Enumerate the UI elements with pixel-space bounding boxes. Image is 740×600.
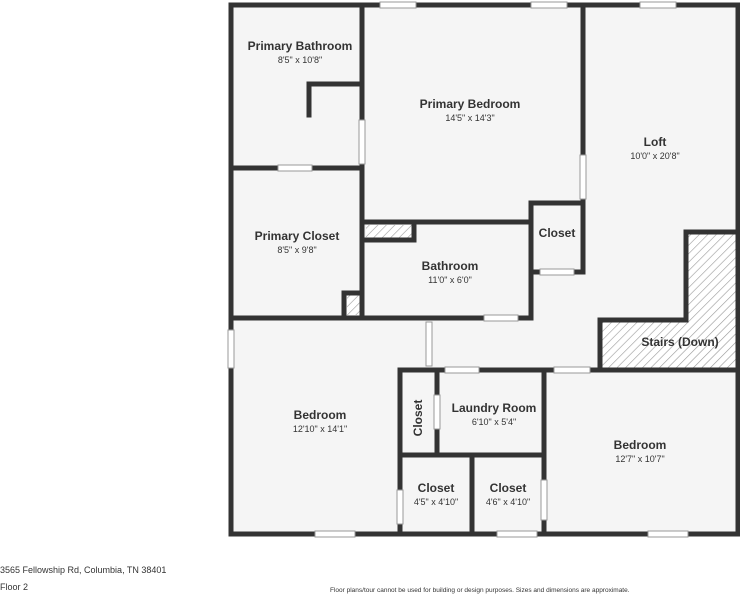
room-dims-laundry-room: 6'10" x 5'4" <box>472 417 516 427</box>
room-name-laundry-room: Laundry Room <box>452 401 537 415</box>
room-dims-loft: 10'0" x 20'8" <box>630 151 679 161</box>
floor-plan: Primary Bathroom 8'5" x 10'8" Primary Be… <box>227 1 740 538</box>
room-dims-bedroom-left: 12'10" x 14'1" <box>293 424 347 434</box>
openings <box>227 1 689 538</box>
room-name-closet-small: Closet <box>539 226 576 240</box>
room-name-bedroom-left: Bedroom <box>294 408 347 422</box>
disclaimer-text: Floor plans/tour cannot be used for buil… <box>330 587 630 594</box>
room-name-closet-1: Closet <box>418 481 455 495</box>
room-dims-primary-closet: 8'5" x 9'8" <box>277 245 316 255</box>
closet-hatch <box>347 295 360 315</box>
room-dims-primary-bathroom: 8'5" x 10'8" <box>278 55 322 65</box>
room-name-closet-vertical: Closet <box>411 400 425 437</box>
room-dims-closet-1: 4'5" x 4'10" <box>414 497 458 507</box>
room-name-loft: Loft <box>644 135 667 149</box>
room-dims-closet-2: 4'6" x 4'10" <box>486 497 530 507</box>
room-name-bathroom: Bathroom <box>422 259 479 273</box>
room-dims-bedroom-right: 12'7" x 10'7" <box>615 454 664 464</box>
room-dims-bathroom: 11'0" x 6'0" <box>428 275 472 285</box>
bathroom-hatch <box>366 225 412 239</box>
room-name-bedroom-right: Bedroom <box>614 438 667 452</box>
stairs-hatch <box>686 232 737 370</box>
room-name-stairs: Stairs (Down) <box>641 335 718 349</box>
room-name-primary-bathroom: Primary Bathroom <box>248 39 353 53</box>
room-name-primary-closet: Primary Closet <box>255 229 340 243</box>
stairs-hatch-lower <box>602 320 686 370</box>
property-address: 3565 Fellowship Rd, Columbia, TN 38401 <box>0 565 167 575</box>
room-dims-primary-bedroom: 14'5" x 14'3" <box>445 113 494 123</box>
floor-label: Floor 2 <box>0 582 29 592</box>
room-name-closet-2: Closet <box>490 481 527 495</box>
room-name-primary-bedroom: Primary Bedroom <box>420 97 521 111</box>
floor-area <box>231 5 738 534</box>
